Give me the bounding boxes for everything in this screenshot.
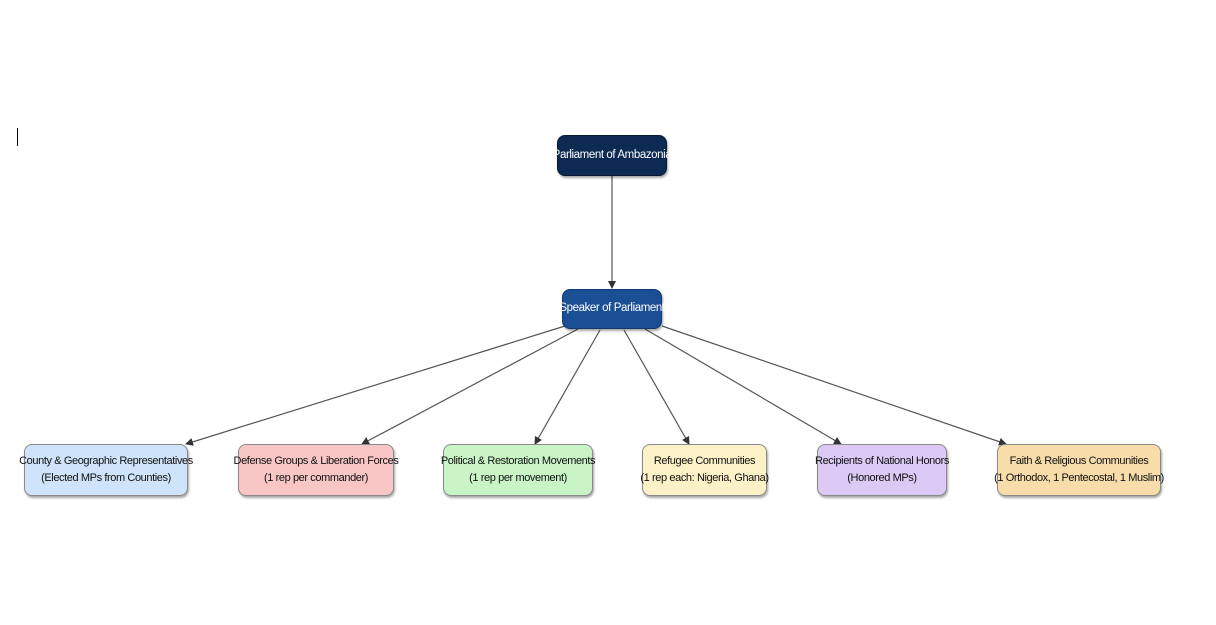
edge-speaker-to-defense <box>361 328 579 445</box>
node-label: Speaker of Parliament <box>559 302 665 315</box>
node-recipients-of-national-honors: Recipients of National Honors (Honored M… <box>815 444 949 496</box>
node-title: Recipients of National Honors <box>815 454 949 467</box>
node-subtitle: (1 Orthodox, 1 Pentecostal, 1 Muslim) <box>994 472 1164 484</box>
node-title: Political & Restoration Movements <box>440 454 596 467</box>
node-subtitle: (1 rep per movement) <box>469 472 567 484</box>
node-defense-groups-liberation-forces: Defense Groups & Liberation Forces (1 re… <box>234 444 399 496</box>
edge-speaker-to-refugee <box>623 329 690 445</box>
edge-speaker-to-faith <box>661 325 1007 446</box>
node-subtitle: (Honored MPs) <box>847 472 917 484</box>
node-faith-religious-communities: Faith & Religious Communities (1 Orthodo… <box>994 444 1164 496</box>
node-subtitle: (1 rep per commander) <box>263 472 369 484</box>
node-speaker-of-parliament: Speaker of Parliament <box>559 289 665 329</box>
node-label: Parliament of Ambazonia <box>552 148 672 161</box>
edge-speaker-to-political <box>534 329 601 445</box>
edge-speaker-to-honors <box>644 328 842 445</box>
node-title: County & Geographic Representatives <box>19 454 193 467</box>
node-title: Refugee Communities <box>653 454 756 467</box>
node-political-restoration-movements: Political & Restoration Movements (1 rep… <box>440 444 596 496</box>
node-refugee-communities: Refugee Communities (1 rep each: Nigeria… <box>640 444 769 496</box>
node-county-geographic-representatives: County & Geographic Representatives (Ele… <box>19 444 193 496</box>
text-cursor <box>17 128 18 146</box>
node-title: Faith & Religious Communities <box>1009 454 1149 467</box>
node-subtitle: (Elected MPs from Counties) <box>41 472 171 484</box>
edge-speaker-to-county <box>185 325 566 446</box>
node-subtitle: (1 rep each: Nigeria, Ghana) <box>640 472 769 484</box>
node-title: Defense Groups & Liberation Forces <box>233 454 399 467</box>
node-parliament-of-ambazonia: Parliament of Ambazonia <box>553 135 672 176</box>
